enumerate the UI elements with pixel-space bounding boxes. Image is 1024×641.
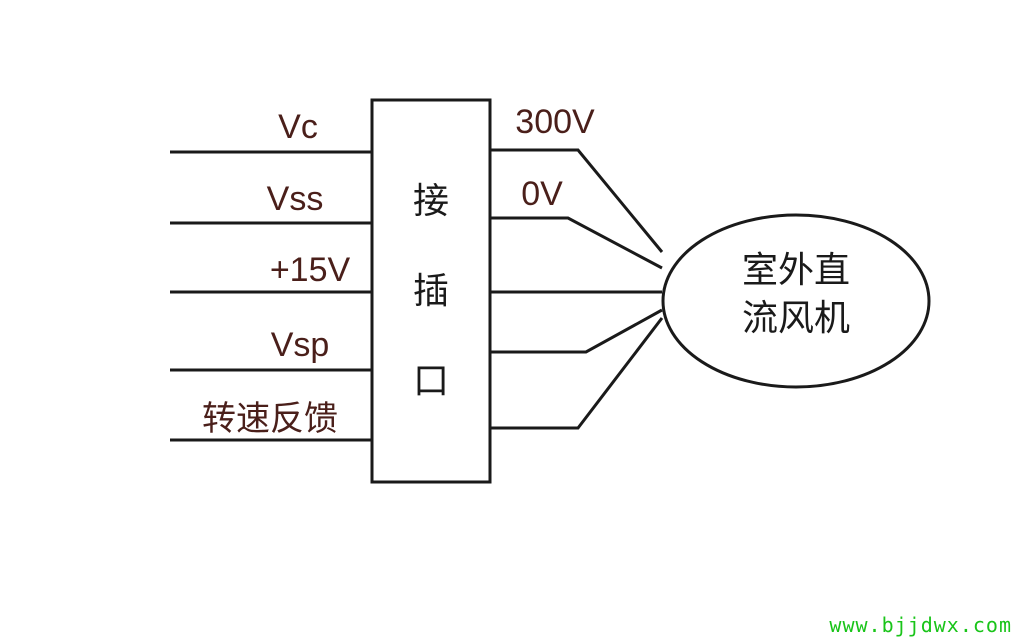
label-300v: 300V <box>515 103 595 141</box>
label-0v: 0V <box>521 175 563 213</box>
label-speed-feedback: 转速反馈 <box>202 399 338 439</box>
label-vc: Vc <box>278 108 318 146</box>
motor-circle <box>661 213 931 389</box>
label-vsp: Vsp <box>271 326 330 364</box>
watermark-text: www.bjjdwx.com <box>829 613 1012 637</box>
connector-char-2: 插 <box>413 271 449 312</box>
label-vss: Vss <box>267 180 324 218</box>
label-15v: +15V <box>270 251 351 289</box>
wire-0v <box>490 216 663 270</box>
connector-char-1: 接 <box>413 181 449 222</box>
wire-300v <box>490 148 664 253</box>
connector-char-3: 口 <box>413 361 449 402</box>
wire-output-5 <box>490 317 664 430</box>
wire-output-4 <box>490 308 663 354</box>
motor-label-line1: 室外直 <box>742 250 850 291</box>
motor-label-line2: 流风机 <box>742 298 850 339</box>
